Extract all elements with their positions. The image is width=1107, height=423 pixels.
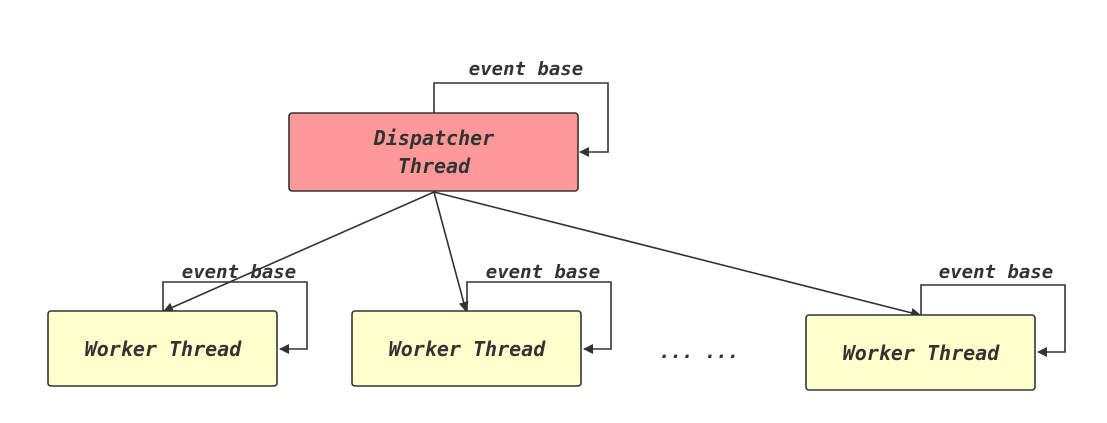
worker-node-2: Worker Thread xyxy=(351,310,582,387)
ellipsis: ... ... xyxy=(659,341,739,363)
worker-node-3: Worker Thread xyxy=(805,314,1036,391)
dispatcher-label-line1: Dispatcher xyxy=(373,126,494,150)
worker-1-label: Worker Thread xyxy=(85,337,242,361)
worker-2-label: Worker Thread xyxy=(389,337,546,361)
dispatcher-loop-label: event base xyxy=(469,58,583,80)
dispatcher-label-line2: Thread xyxy=(398,154,471,178)
worker-3-label: Worker Thread xyxy=(843,341,1000,365)
worker-1-loop-edge xyxy=(162,281,308,354)
dispatcher-node: Dispatcher Thread xyxy=(288,112,579,192)
worker-1-loop-label: event base xyxy=(182,261,296,283)
worker-2-loop-label: event base xyxy=(486,261,600,283)
edge-dispatcher-to-worker-2 xyxy=(433,191,469,312)
edge-dispatcher-to-worker-3 xyxy=(433,191,921,318)
worker-2-loop-edge xyxy=(466,281,612,354)
edge-dispatcher-to-worker-1 xyxy=(163,191,435,312)
worker-node-1: Worker Thread xyxy=(47,310,278,387)
dispatcher-loop-edge xyxy=(433,82,609,157)
worker-3-loop-label: event base xyxy=(939,261,1053,283)
worker-3-loop-edge xyxy=(920,284,1066,357)
